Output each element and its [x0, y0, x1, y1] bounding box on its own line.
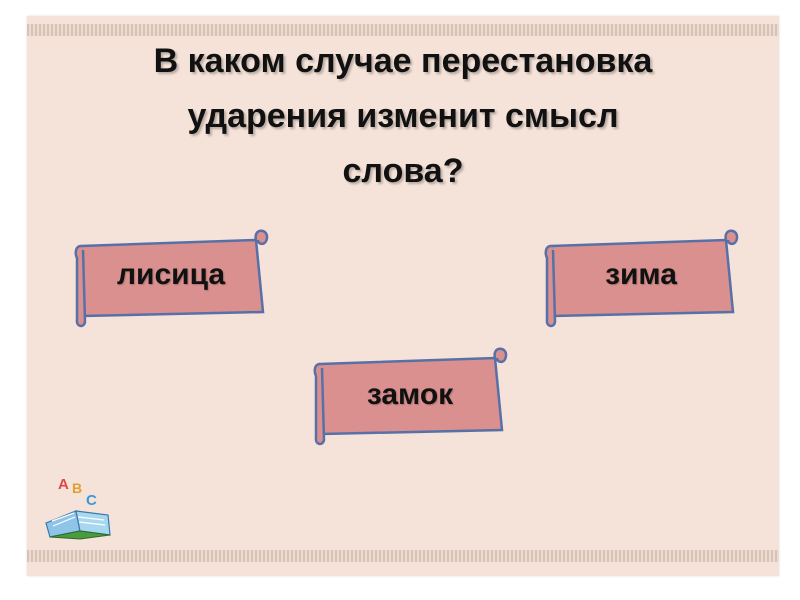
logo-letter-a: A: [58, 476, 69, 493]
answer-label: зима: [605, 258, 677, 291]
slide: В каком случае перестановка ударения изм…: [27, 16, 779, 576]
logo-letter-c: C: [86, 492, 97, 509]
question-title-line-3: слова?: [342, 152, 464, 190]
answer-scroll-lisitsa[interactable]: лисица: [71, 228, 271, 328]
scroll-banner-icon: [313, 347, 508, 446]
question-title: В каком случае перестановка ударения изм…: [27, 34, 779, 199]
logo-letter-b: B: [72, 480, 82, 496]
answer-scroll-zamok[interactable]: замок: [310, 346, 510, 446]
question-title-line-1: В каком случае перестановка: [153, 42, 653, 80]
question-title-line-2: ударения изменит смысл: [187, 97, 619, 135]
answer-scroll-zima[interactable]: зима: [541, 228, 741, 328]
answer-label: лисица: [116, 258, 226, 291]
abc-book-icon: A B C: [45, 476, 111, 540]
scroll-banner-icon: [544, 229, 739, 328]
answer-label: замок: [366, 378, 454, 411]
top-stripe-divider: [27, 24, 779, 36]
bottom-stripe-divider: [27, 550, 779, 562]
scroll-banner-icon: [74, 229, 269, 328]
